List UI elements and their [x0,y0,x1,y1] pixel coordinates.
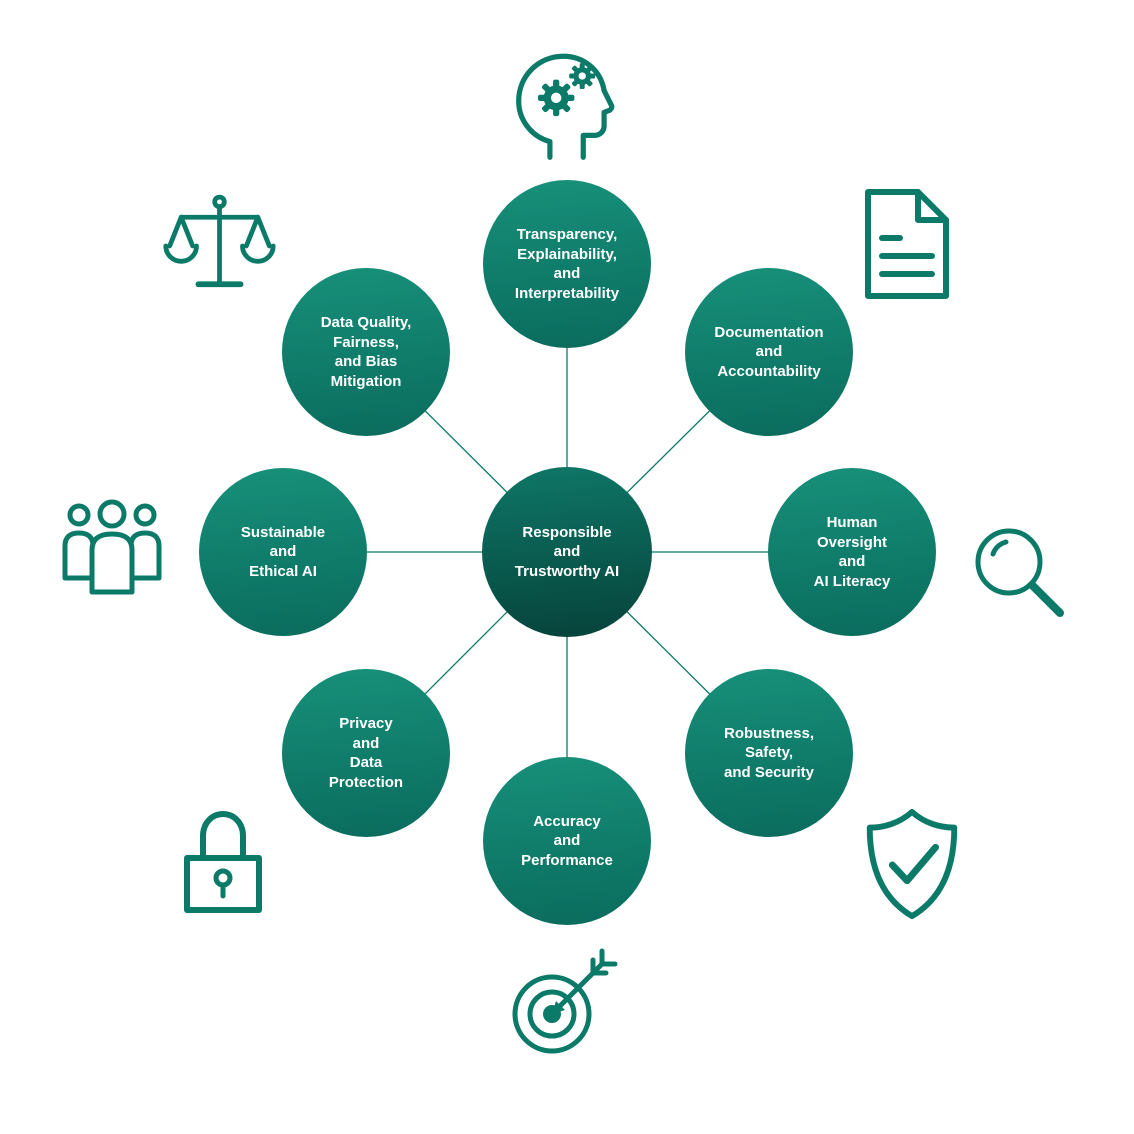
head-gears-icon [502,36,627,166]
people-icon [52,488,172,610]
node-label: Privacy and Data Protection [328,715,404,791]
scales-icon [162,186,277,304]
lock-icon [175,802,271,920]
document-icon [862,188,952,300]
shield-check-icon [853,803,971,925]
node-privacy: Privacy and Data Protection [282,669,450,837]
node-human-oversight: Human Oversight and AI Literacy [768,468,936,636]
node-label: Documentation and Accountability [714,323,824,380]
node-label: Robustness, Safety, and Security [723,724,815,781]
node-documentation: Documentation and Accountability [685,268,853,436]
node-transparency: Transparency, Explainability, and Interp… [483,180,651,348]
node-robustness: Robustness, Safety, and Security [685,669,853,837]
target-arrow-icon [502,948,622,1066]
node-data-quality: Data Quality, Fairness, and Bias Mitigat… [282,268,450,436]
magnifier-icon [963,518,1075,630]
node-label: Sustainable and Ethical AI [240,523,326,580]
node-center-responsible-ai: Responsible and Trustworthy AI [482,467,652,637]
node-label: Data Quality, Fairness, and Bias Mitigat… [320,314,412,390]
node-label: Human Oversight and AI Literacy [813,514,891,590]
node-accuracy: Accuracy and Performance [483,757,651,925]
node-label: Responsible and Trustworthy AI [514,523,620,580]
node-sustainable: Sustainable and Ethical AI [199,468,367,636]
node-label: Transparency, Explainability, and Interp… [514,226,620,302]
node-label: Accuracy and Performance [521,812,613,869]
